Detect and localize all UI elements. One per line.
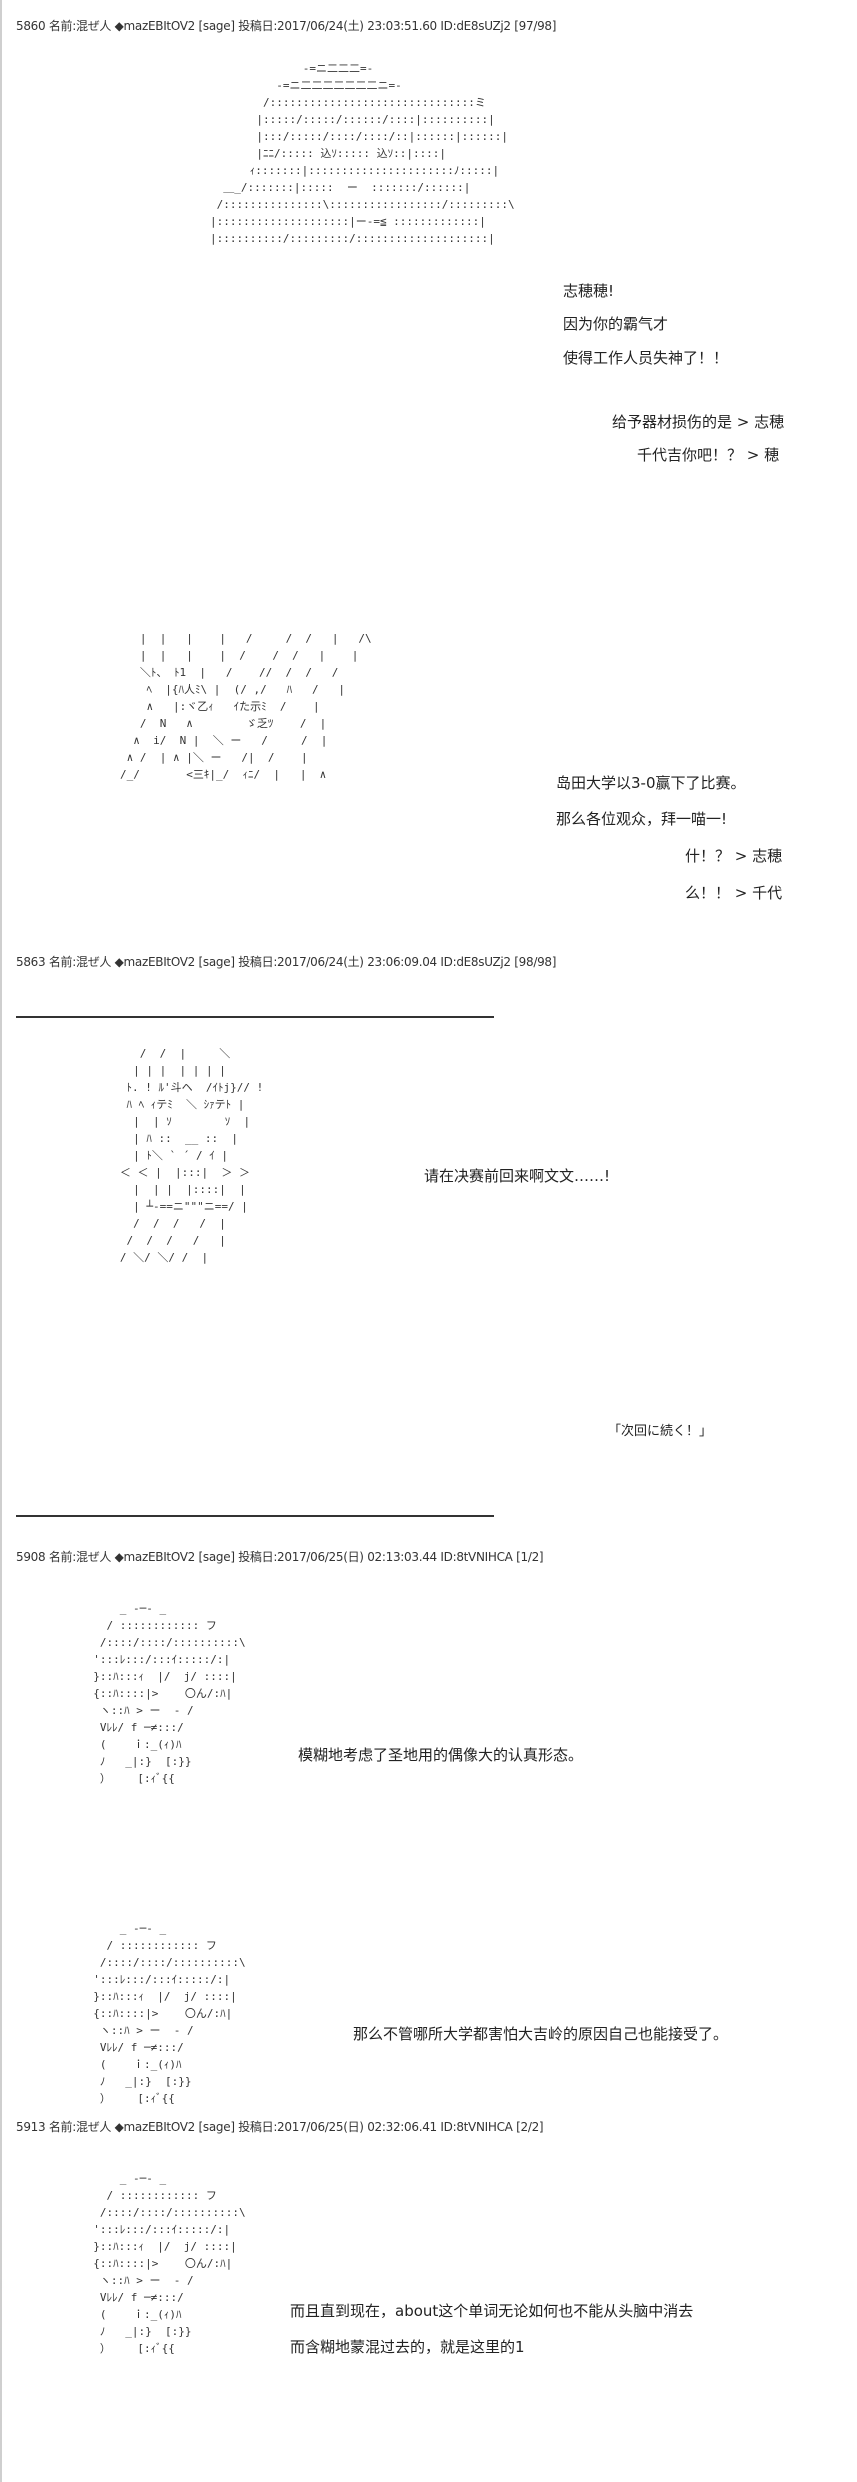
dialog-line: 模糊地考虑了圣地用的偶像大的认真形态。 — [298, 1746, 584, 1764]
dialog-line: 志穂穂! — [563, 282, 615, 300]
post-header: 5860 名前:混ぜ人 ◆mazEBItOV2 [sage] 投稿日:2017/… — [16, 19, 557, 33]
dialog-line: 因为你的霸气才 — [563, 315, 669, 333]
dialog-line: 什！？ > 志穂 — [685, 847, 783, 865]
ascii-art-character: / / | ＼ | | | | | | | ﾄ. ! ﾙ'斗ヘ /ｲﾄj}// … — [119, 1047, 264, 1264]
ascii-art-character: _ -─- _ / :::::::::::: フ /::::/::::/::::… — [93, 1602, 246, 1785]
dialog-line: 而且直到现在，about这个单词无论如何也不能从头脑中消去 — [290, 2302, 694, 2320]
ascii-art-character: -=ニ二二二=- -=ニ二二二二二二二ニ=- /::::::::::::::::… — [210, 62, 515, 245]
dialog-line: 么！！ > 千代 — [685, 884, 783, 902]
dialog-line: 使得工作人员失神了！！ — [563, 349, 729, 367]
divider-rule — [16, 1016, 494, 1018]
dialog-line: 那么各位观众，拜一喵一! — [556, 810, 728, 828]
ascii-art-character: _ -─- _ / :::::::::::: フ /::::/::::/::::… — [93, 2172, 246, 2355]
post-header: 5863 名前:混ぜ人 ◆mazEBItOV2 [sage] 投稿日:2017/… — [16, 955, 557, 969]
post-header: 5908 名前:混ぜ人 ◆mazEBItOV2 [sage] 投稿日:2017/… — [16, 1550, 544, 1564]
ascii-art-character: _ -─- _ / :::::::::::: フ /::::/::::/::::… — [93, 1922, 246, 2105]
dialog-line: 请在决赛前回来啊文文……! — [424, 1167, 611, 1185]
ascii-art-character: | | | | / / / | /\ | | | | / / / | | ＼ﾄ、… — [120, 632, 372, 781]
dialog-line: 给予器材损伤的是 > 志穂 — [612, 413, 785, 431]
to-be-continued: 「次回に続く！」 — [608, 1424, 713, 1439]
dialog-line: 那么不管哪所大学都害怕大吉岭的原因自己也能接受了。 — [353, 2025, 729, 2043]
dialog-line: 千代吉你吧！？ > 穂 — [637, 446, 780, 464]
dialog-line: 岛田大学以3-0赢下了比赛。 — [556, 774, 746, 792]
page-left-border — [0, 0, 2, 2482]
divider-rule — [16, 1515, 494, 1517]
post-header: 5913 名前:混ぜ人 ◆mazEBItOV2 [sage] 投稿日:2017/… — [16, 2120, 544, 2134]
dialog-line: 而含糊地蒙混过去的，就是这里的1 — [290, 2338, 525, 2356]
